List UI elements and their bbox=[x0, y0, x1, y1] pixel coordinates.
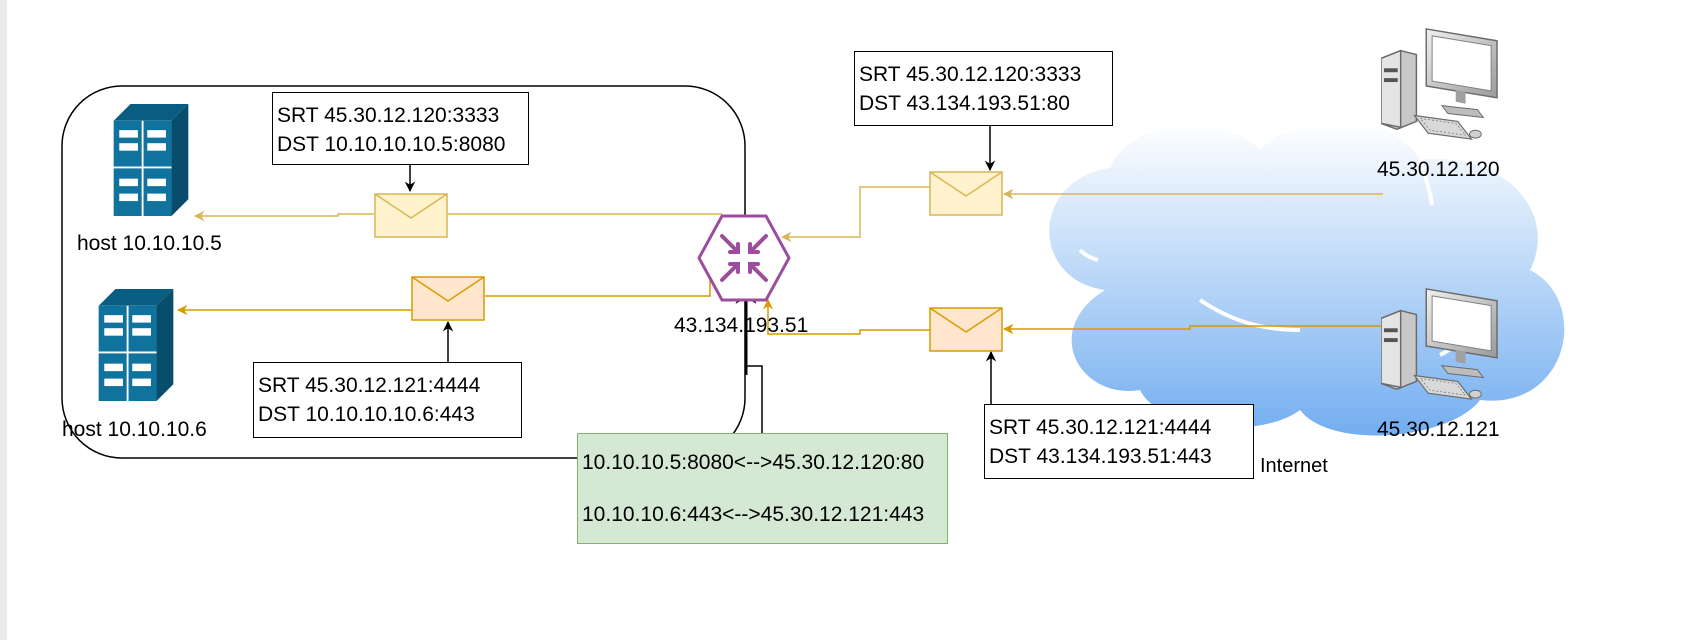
packet-destination: DST 10.10.10.10.6:443 bbox=[258, 403, 475, 426]
packet-header-box: SRT 45.30.12.121:4444 DST 10.10.10.10.6:… bbox=[253, 362, 522, 438]
envelope-icon bbox=[374, 193, 448, 238]
desktop-computer-icon bbox=[1381, 28, 1498, 140]
flow-1-lines bbox=[193, 186, 1383, 243]
nat-table-row: 10.10.10.5:8080<-->45.30.12.120:80 bbox=[582, 451, 925, 474]
envelope-icon bbox=[929, 307, 1003, 352]
packet-source: SRT 45.30.12.120:3333 bbox=[859, 63, 1082, 86]
server-rack-icon bbox=[97, 289, 175, 401]
envelope-icon bbox=[929, 171, 1003, 216]
internet-label: Internet bbox=[1260, 455, 1328, 477]
packet-destination: DST 43.134.193.51:80 bbox=[859, 92, 1070, 115]
router-icon bbox=[697, 214, 791, 302]
packet-header-box: SRT 45.30.12.120:3333 DST 43.134.193.51:… bbox=[854, 51, 1113, 126]
host-2-label: host 10.10.10.6 bbox=[62, 418, 207, 441]
host-1-label: host 10.10.10.5 bbox=[77, 232, 222, 255]
packet-source: SRT 45.30.12.120:3333 bbox=[277, 104, 500, 127]
packet-header-box: SRT 45.30.12.121:4444 DST 43.134.193.51:… bbox=[984, 404, 1254, 479]
packet-source: SRT 45.30.12.121:4444 bbox=[989, 416, 1212, 439]
packet-destination: DST 10.10.10.10.5:8080 bbox=[277, 133, 506, 156]
canvas-edge bbox=[0, 0, 7, 640]
client-2-label: 45.30.12.121 bbox=[1377, 418, 1500, 441]
packet-header-box: SRT 45.30.12.120:3333 DST 10.10.10.10.5:… bbox=[272, 92, 529, 165]
envelope-icon bbox=[411, 276, 485, 321]
packet-destination: DST 43.134.193.51:443 bbox=[989, 445, 1212, 468]
nat-table-row: 10.10.10.6:443<-->45.30.12.121:443 bbox=[582, 503, 925, 526]
server-rack-icon bbox=[112, 104, 190, 216]
client-1-label: 45.30.12.120 bbox=[1377, 158, 1500, 181]
packet-source: SRT 45.30.12.121:4444 bbox=[258, 374, 481, 397]
router-label: 43.134.193.51 bbox=[674, 314, 809, 337]
nat-table: 10.10.10.5:8080<-->45.30.12.120:80 10.10… bbox=[577, 433, 948, 544]
